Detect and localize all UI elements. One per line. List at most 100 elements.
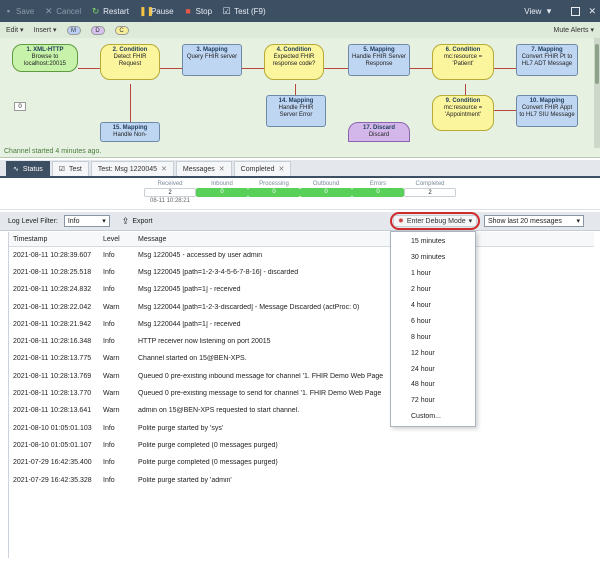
header-message[interactable]: Message — [138, 235, 167, 243]
channel-canvas[interactable]: Edit ▾ Insert ▾ M D C Mute Alerts ▾ 1. X… — [0, 22, 600, 158]
pill-c[interactable]: C — [114, 25, 129, 35]
dropdown-item[interactable]: 48 hour — [411, 381, 435, 389]
header-level[interactable]: Level — [103, 235, 120, 243]
maximize-icon[interactable] — [571, 6, 581, 16]
cell-timestamp: 2021-08-11 10:28:13.641 — [13, 407, 92, 415]
stop-button[interactable]: ■Stop — [185, 5, 213, 16]
checkbox-icon: ☑ — [58, 166, 66, 173]
export-button[interactable]: ⇪Export — [121, 215, 153, 226]
cell-level: Warn — [103, 355, 120, 363]
log-table: Timestamp Level Message 2021-08-11 10:28… — [8, 232, 594, 558]
cell-message: Queued 0 pre-existing message to send fo… — [138, 390, 382, 398]
stop-icon: ■ — [185, 5, 191, 16]
dropdown-item[interactable]: 4 hour — [411, 302, 431, 309]
cell-message: Polite purge completed (0 messages purge… — [138, 441, 278, 449]
cell-message: Msg 1220044 [path=1] - received — [138, 320, 241, 328]
tab-test-msg[interactable]: Test: Msg 1220045✕ — [90, 161, 174, 176]
cell-timestamp: 2021-08-11 10:28:13.775 — [13, 355, 92, 363]
main-toolbar: ▪Save ✕Cancel ↻Restart ❚❚Pause ■Stop ☑Te… — [0, 0, 600, 22]
cell-timestamp: 2021-08-11 10:28:39.607 — [13, 251, 92, 259]
cell-timestamp: 2021-07-29 16:42:35.400 — [13, 459, 92, 467]
cell-message: Msg 1220045 [path=1-2-3-4-5-6-7-8-16] - … — [138, 268, 299, 276]
mute-alerts-menu[interactable]: Mute Alerts ▾ — [553, 27, 594, 34]
dropdown-item[interactable]: 2 hour — [411, 286, 431, 294]
cell-level: Warn — [103, 390, 120, 398]
dropdown-item[interactable]: 12 hour — [411, 349, 435, 357]
tab-messages[interactable]: Messages✕ — [175, 161, 232, 176]
pill-d[interactable]: D — [90, 25, 105, 35]
close-icon[interactable]: ✕ — [218, 166, 225, 173]
tab-status[interactable]: ∿Status — [6, 161, 50, 176]
cell-level: Warn — [103, 303, 120, 311]
tab-completed[interactable]: Completed✕ — [233, 161, 292, 176]
tab-test[interactable]: ☑Test — [51, 161, 89, 176]
canvas-scrollbar[interactable] — [594, 38, 600, 148]
view-menu[interactable]: View▾ — [524, 6, 553, 16]
save-button[interactable]: ▪Save — [4, 6, 34, 16]
connector — [494, 110, 516, 111]
cell-timestamp: 2021-08-10 01:05:01.103 — [13, 424, 92, 432]
close-icon[interactable]: ✕ — [161, 166, 167, 173]
cancel-button[interactable]: ✕Cancel — [44, 5, 82, 16]
upload-icon: ⇪ — [121, 215, 130, 226]
channel-status-text: Channel started 4 minutes ago. — [4, 148, 102, 155]
cancel-icon: ✕ — [44, 5, 53, 16]
close-icon[interactable]: ✕ — [278, 166, 285, 173]
cell-timestamp: 2021-08-11 10:28:13.769 — [13, 372, 92, 380]
chevron-down-icon: ▾ — [576, 218, 580, 225]
cell-level: Info — [103, 476, 115, 484]
dropdown-item[interactable]: 1 hour — [411, 270, 431, 278]
dropdown-item[interactable]: 6 hour — [411, 317, 431, 325]
show-last-select[interactable]: Show last 20 messages▾ — [484, 215, 584, 227]
cell-timestamp: 2021-08-11 10:28:22.042 — [13, 303, 92, 311]
dropdown-item[interactable]: 30 minutes — [411, 254, 446, 262]
dropdown-item[interactable]: 24 hour — [411, 365, 435, 373]
connector — [160, 68, 182, 69]
edit-menu[interactable]: Edit ▾ — [6, 27, 24, 34]
connector — [494, 68, 516, 69]
restart-button[interactable]: ↻Restart — [91, 5, 129, 16]
cell-timestamp: 2021-08-11 10:28:16.348 — [13, 338, 92, 346]
pause-icon: ❚❚ — [138, 5, 155, 16]
insert-menu[interactable]: Insert ▾ — [33, 27, 57, 34]
pause-button[interactable]: ❚❚Pause — [138, 5, 174, 16]
dropdown-item[interactable]: 72 hour — [411, 397, 435, 405]
log-level-select[interactable]: Info▾ — [63, 215, 110, 227]
test-button[interactable]: ☑Test (F9) — [222, 5, 266, 16]
dropdown-item[interactable]: Custom... — [411, 413, 441, 421]
dropdown-item[interactable]: 15 minutes — [411, 238, 446, 246]
close-icon[interactable]: ✕ — [588, 5, 596, 16]
canvas-scrollbar-thumb[interactable] — [595, 44, 599, 84]
pill-m[interactable]: M — [66, 25, 81, 35]
header-timestamp[interactable]: Timestamp — [13, 235, 48, 243]
dropdown-item[interactable]: 8 hour — [411, 333, 431, 341]
